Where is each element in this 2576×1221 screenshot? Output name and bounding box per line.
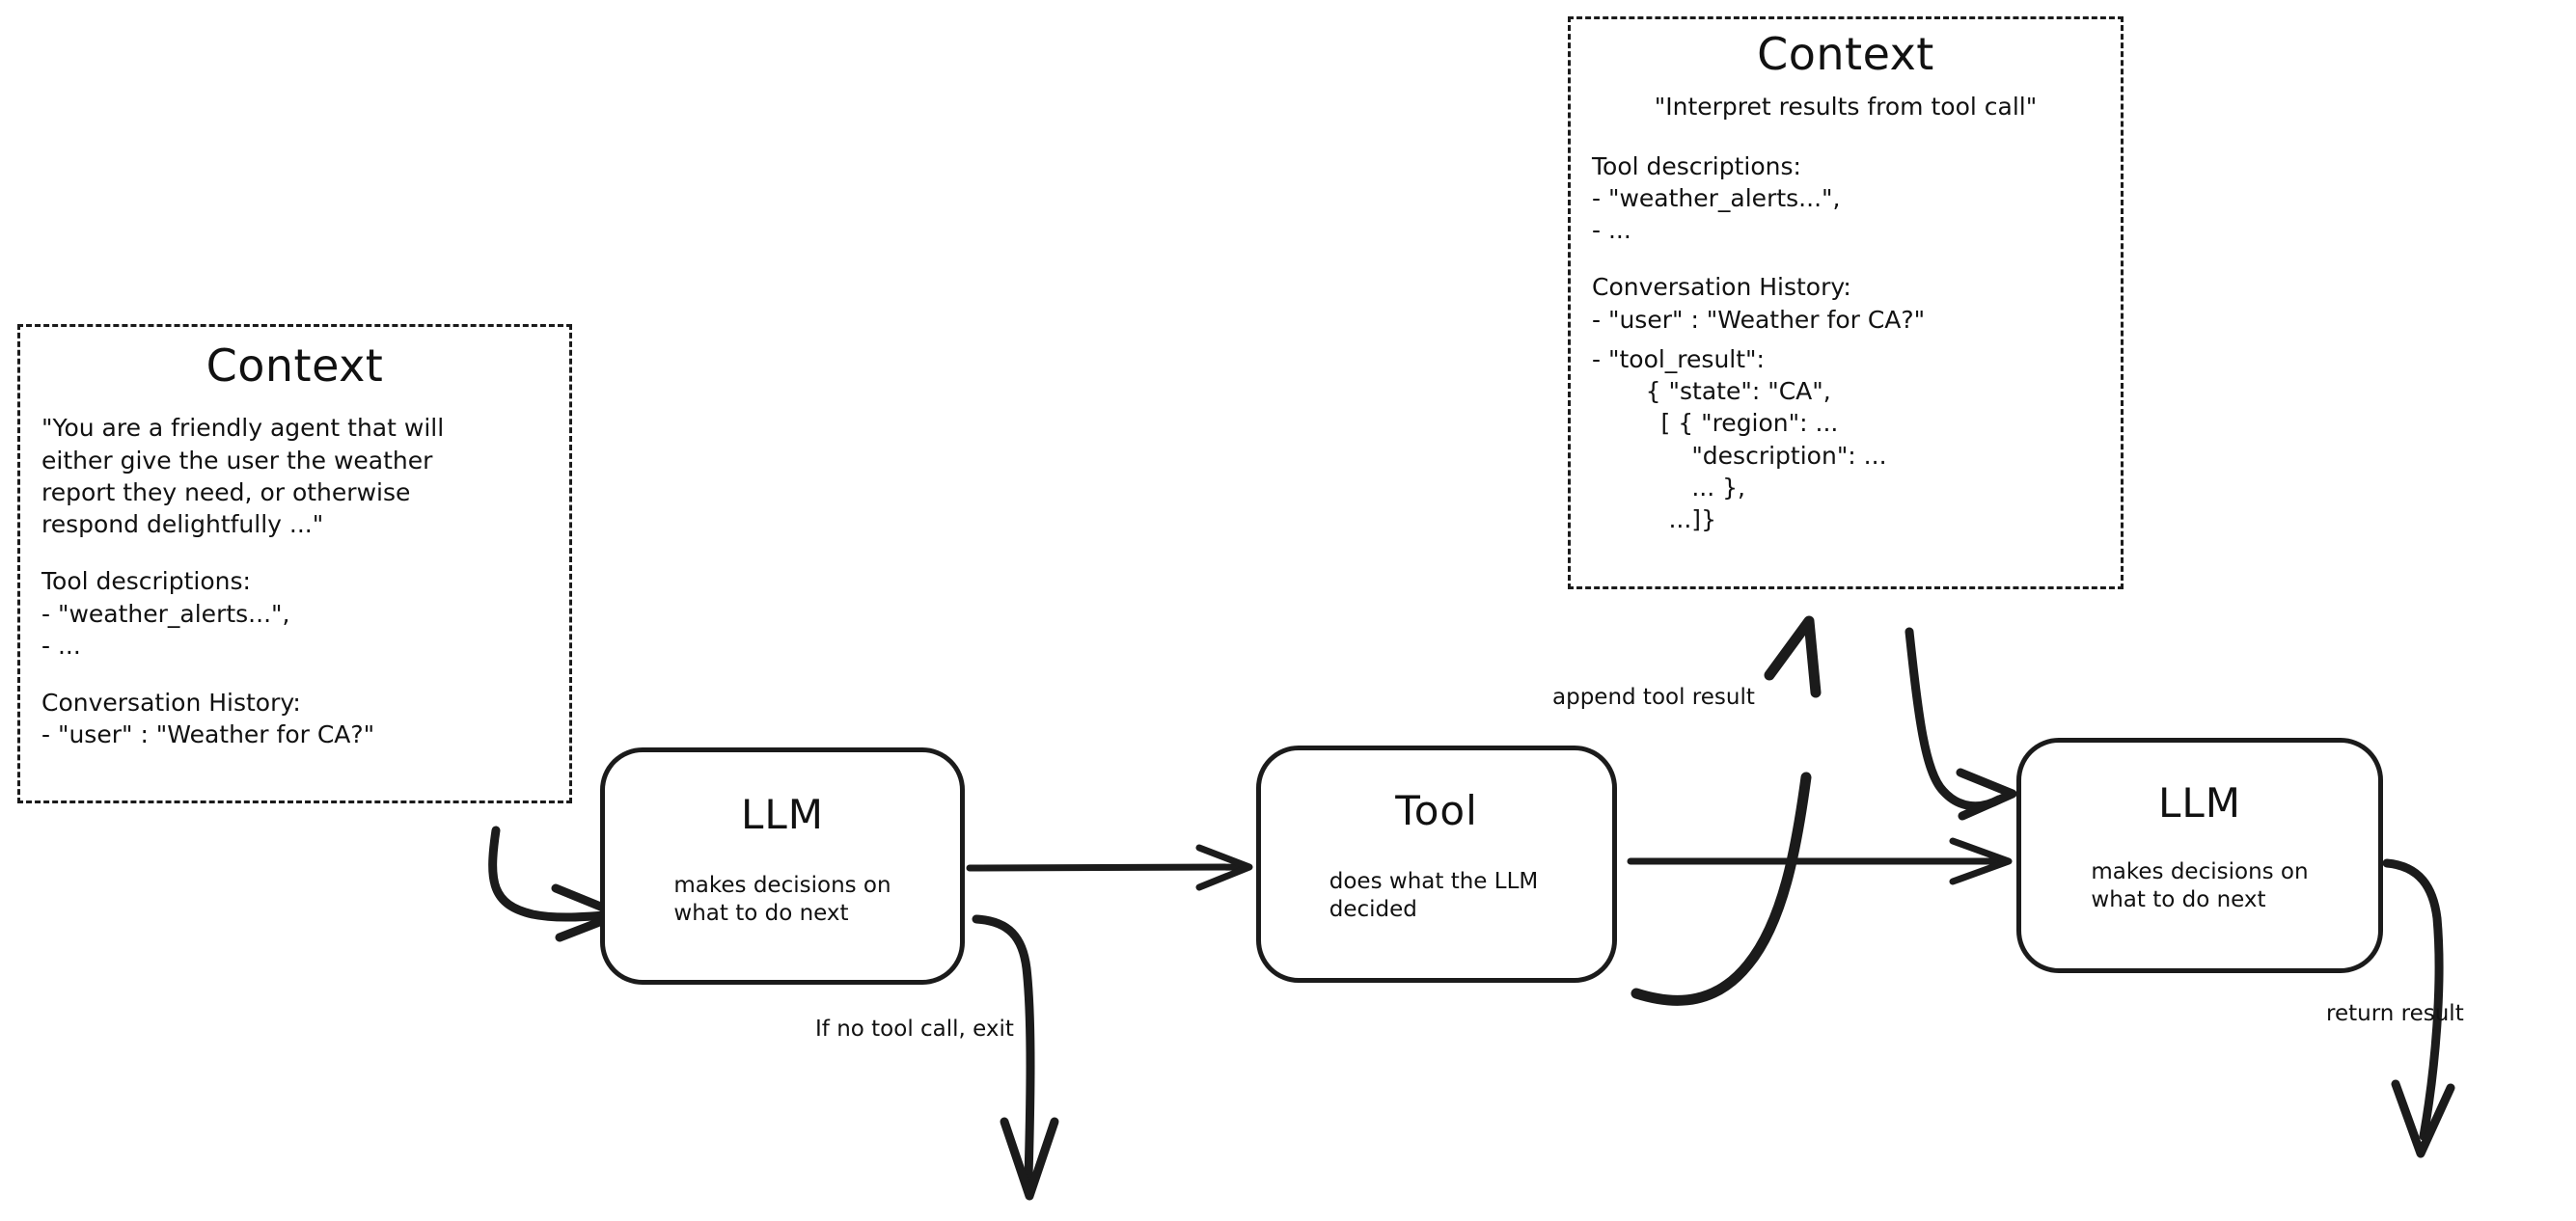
edge-label-return-result: return result: [2326, 1001, 2464, 1026]
arrow-llm1-exit-head: [1000, 1117, 1059, 1201]
node-tool-title: Tool: [1395, 787, 1478, 834]
arrow-llm2-return: [2382, 858, 2444, 1141]
context-left-tool-descriptions: Tool descriptions: - "weather_alerts..."…: [41, 567, 290, 660]
arrow-tool-to-llm2-head: [1949, 837, 2013, 885]
node-llm-second-subtitle: makes decisions on what to do next: [2091, 859, 2309, 913]
node-tool-subtitle: does what the LLM decided: [1329, 869, 1539, 923]
arrow-llm1-to-tool: [966, 863, 1247, 872]
arrow-context-to-llm1: [488, 826, 620, 922]
node-llm-first-subtitle: makes decisions on what to do next: [673, 873, 891, 927]
context-right-title: Context: [1757, 28, 1934, 80]
node-llm-first[interactable]: LLM makes decisions on what to do next: [600, 747, 965, 985]
context-left-title: Context: [206, 339, 384, 392]
arrow-tool-to-context: [1631, 772, 1812, 1006]
node-llm-second-title: LLM: [2157, 779, 2242, 827]
context-right-tool-result: - "tool_result": { "state": "CA", [ { "r…: [1592, 344, 1887, 534]
edge-label-append-tool-result: append tool result: [1552, 685, 1755, 710]
context-panel-left: Context "You are a friendly agent that w…: [17, 324, 572, 803]
node-tool[interactable]: Tool does what the LLM decided: [1256, 746, 1617, 983]
arrow-llm2-return-head: [2391, 1079, 2455, 1158]
arrow-llm1-exit: [972, 914, 1035, 1183]
context-right-system-prompt: "Interpret results from tool call": [1654, 93, 2038, 122]
edge-label-if-no-tool-call-exit: If no tool call, exit: [815, 1017, 1014, 1042]
arrow-context-to-llm2-head: [1956, 768, 2017, 821]
context-right-tool-descriptions: Tool descriptions: - "weather_alerts..."…: [1592, 151, 1841, 245]
node-llm-first-title: LLM: [740, 791, 825, 838]
node-llm-second[interactable]: LLM makes decisions on what to do next: [2016, 738, 2383, 973]
context-left-conversation-history: Conversation History: - "user" : "Weathe…: [41, 689, 375, 749]
context-right-conversation-history: Conversation History: - "user" : "Weathe…: [1592, 273, 1926, 334]
arrow-tool-to-context-head: [1764, 615, 1822, 698]
arrow-llm1-to-tool-head: [1195, 844, 1253, 891]
context-left-system-prompt: "You are a friendly agent that will eith…: [41, 414, 445, 539]
context-panel-right: Context "Interpret results from tool cal…: [1568, 16, 2124, 589]
